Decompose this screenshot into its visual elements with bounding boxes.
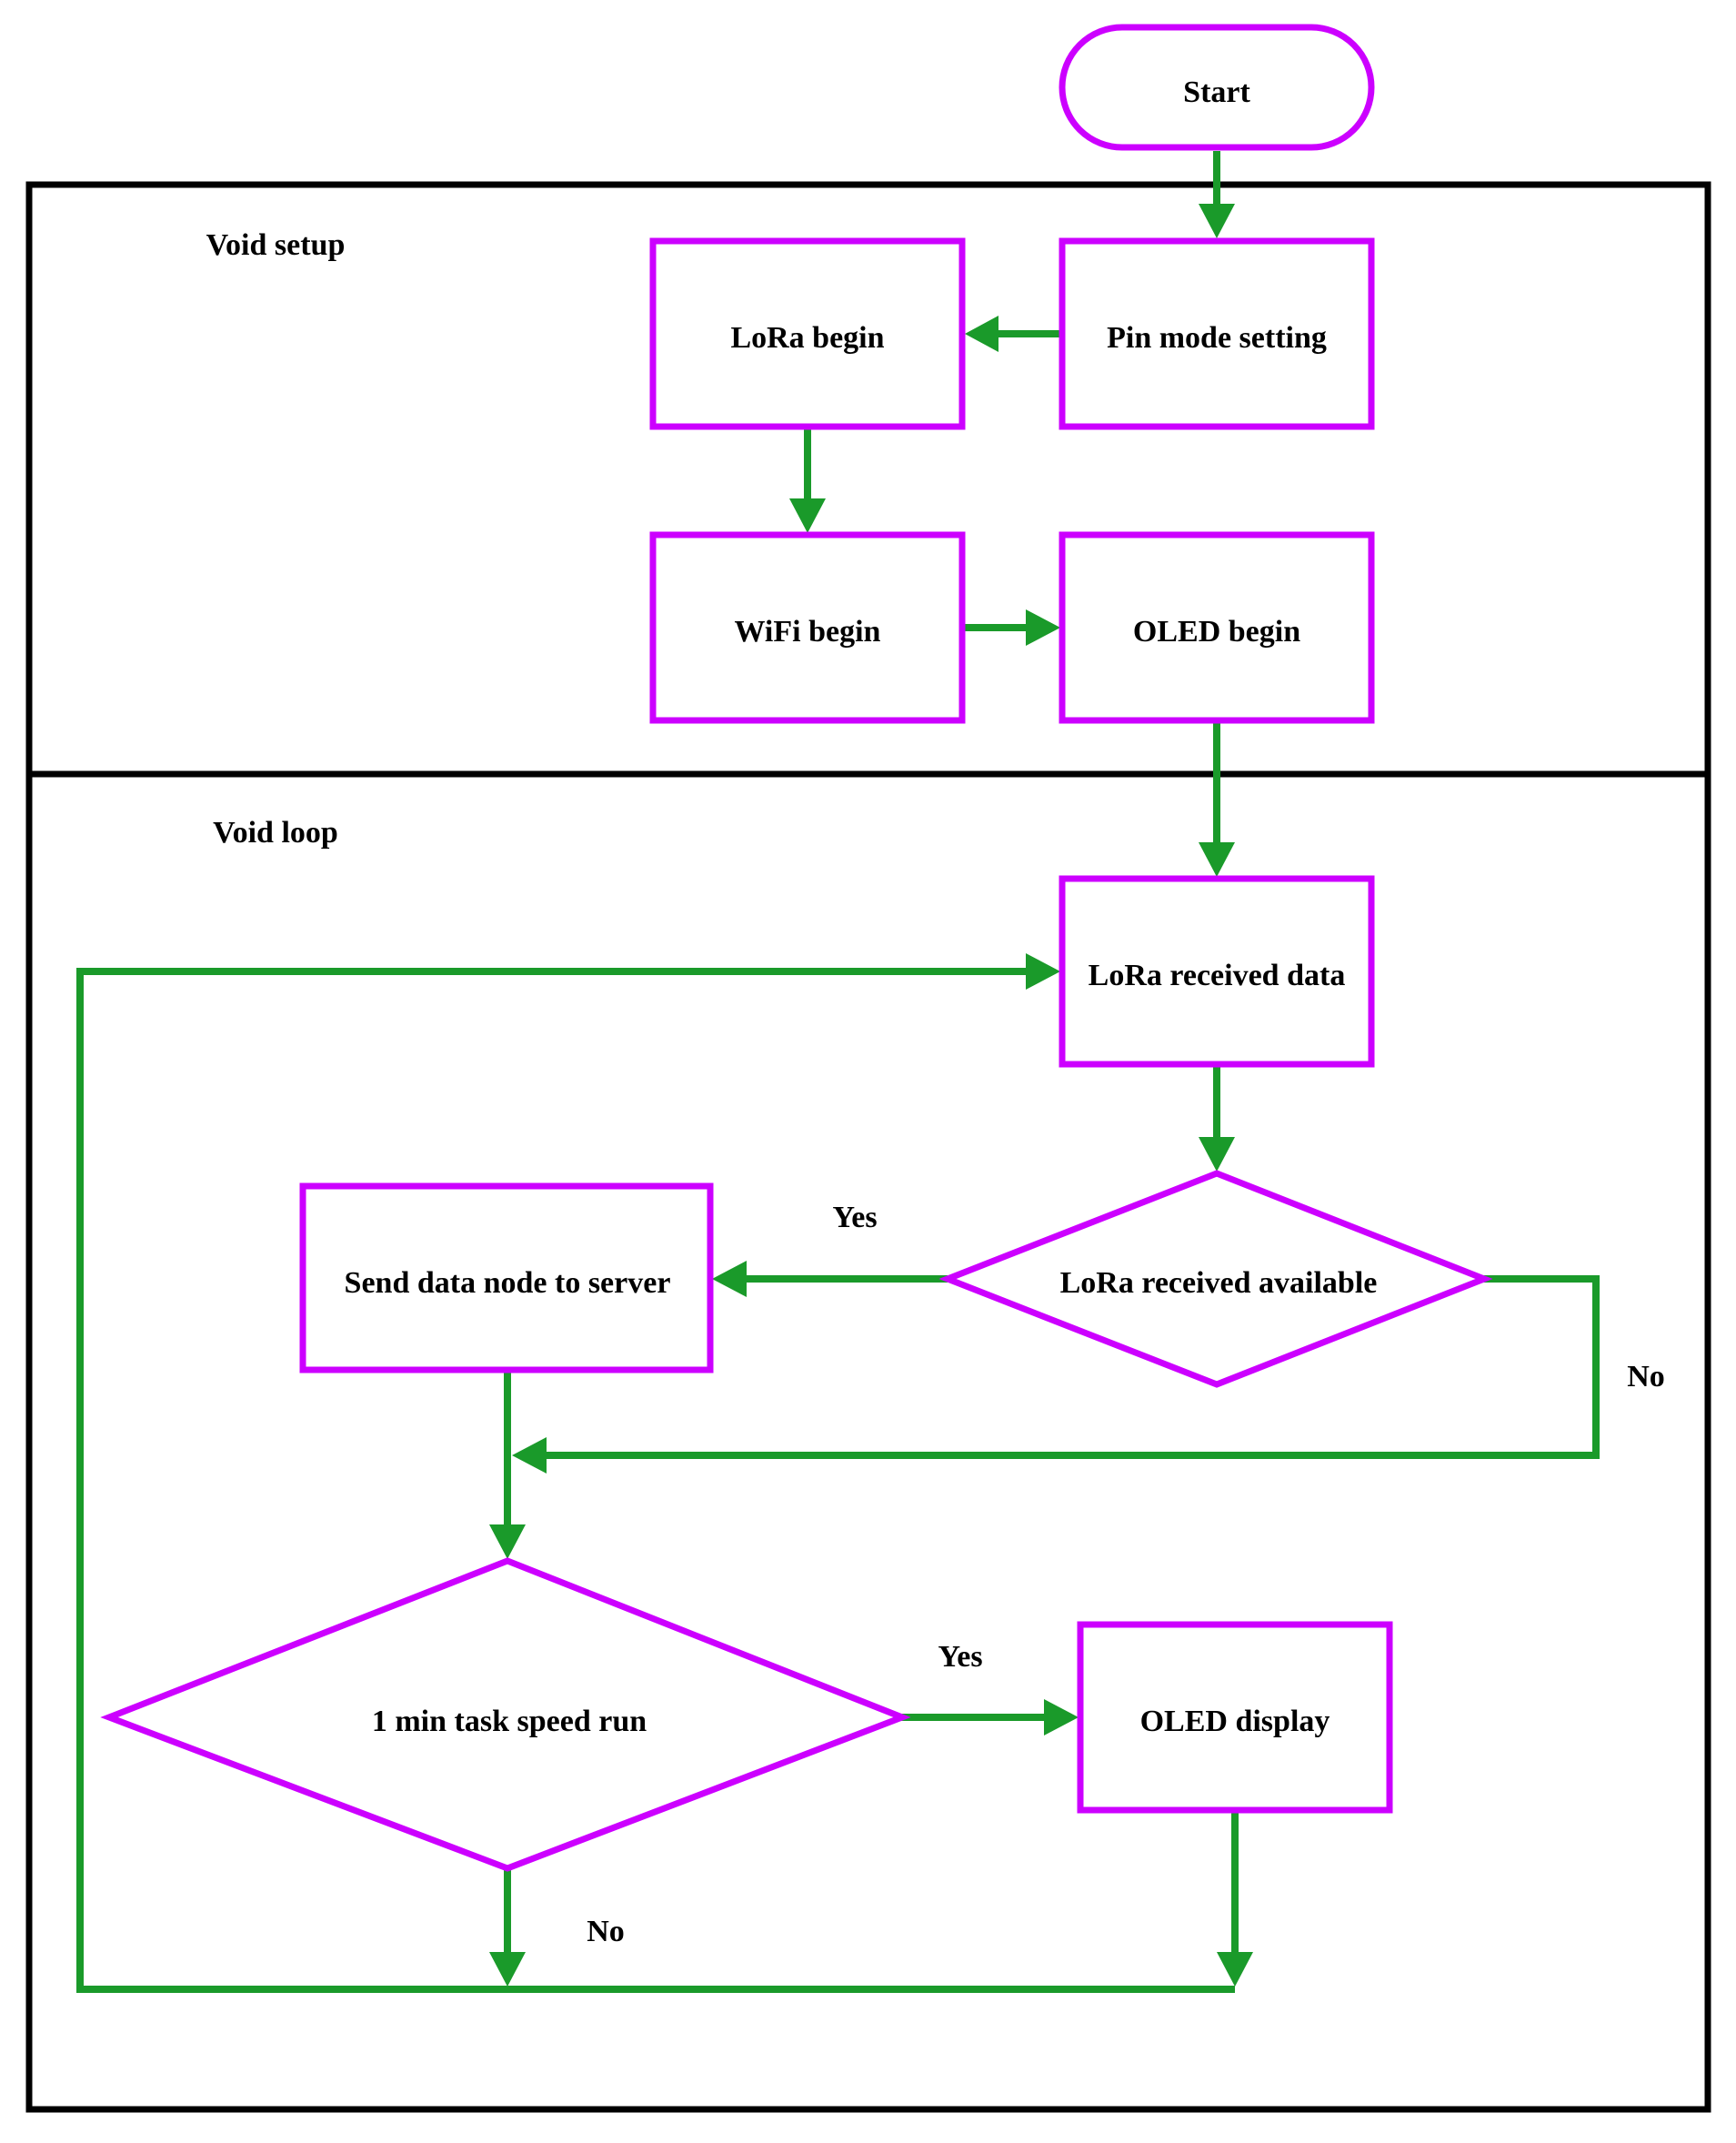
lora-available-label: LoRa received available: [1060, 1266, 1378, 1300]
loop-section-label: Void loop: [213, 816, 338, 850]
task-run-label: 1 min task speed run: [372, 1705, 647, 1738]
pin-mode-label: Pin mode setting: [1107, 321, 1327, 355]
lora-received-data-box: [1059, 875, 1375, 1068]
arrowhead: [965, 316, 998, 352]
loop-frame: [25, 770, 1711, 2113]
arrowhead: [489, 1524, 526, 1559]
arrowhead: [1199, 842, 1235, 877]
oled-display-label: OLED display: [1140, 1705, 1330, 1738]
arrowhead: [1199, 1137, 1235, 1172]
arrowhead: [1026, 609, 1060, 646]
task-yes-label: Yes: [938, 1640, 982, 1674]
available-yes-label: Yes: [832, 1201, 877, 1234]
lora-available-decision: [938, 1170, 1493, 1388]
arrowhead: [712, 1261, 747, 1297]
setup-section-label: Void setup: [206, 228, 346, 262]
start-terminator: [1059, 24, 1375, 151]
arrowhead: [1026, 953, 1060, 990]
send-data-label: Send data node to server: [345, 1266, 671, 1300]
arrowhead: [489, 1952, 526, 1987]
arrowhead: [1044, 1699, 1079, 1736]
oled-begin-box: [1059, 531, 1375, 724]
start-label: Start: [1183, 75, 1250, 109]
arrowhead: [789, 498, 826, 533]
task-no-label: No: [587, 1915, 625, 1948]
flow-available-no: [544, 1275, 1600, 1459]
flow-loop-back: [76, 968, 1235, 1993]
lora-begin-box: [649, 237, 966, 430]
task-run-decision: [100, 1557, 911, 1872]
lora-received-data-label: LoRa received data: [1089, 959, 1346, 992]
arrowhead: [512, 1437, 547, 1474]
lora-begin-label: LoRa begin: [730, 321, 884, 355]
send-data-box: [299, 1182, 714, 1373]
arrowhead: [1199, 204, 1235, 238]
wifi-begin-box: [649, 531, 966, 724]
arrowhead: [1217, 1952, 1253, 1987]
wifi-begin-label: WiFi begin: [735, 615, 881, 649]
pin-mode-box: [1059, 237, 1375, 430]
oled-display-box: [1077, 1621, 1393, 1814]
available-no-label: No: [1627, 1360, 1665, 1393]
oled-begin-label: OLED begin: [1133, 615, 1300, 649]
